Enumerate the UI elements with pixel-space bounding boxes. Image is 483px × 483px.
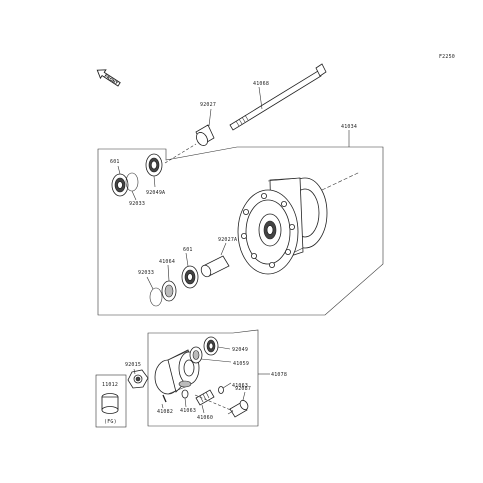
label-worm-gear: 41060	[197, 415, 213, 421]
label-drive-pin: 41063	[232, 383, 248, 389]
spacer-lower	[161, 280, 177, 302]
label-circlip-upper: 92033	[129, 201, 145, 207]
label-axle: 41068	[253, 81, 269, 87]
label-washer: 41063	[180, 408, 196, 414]
cap-frame	[95, 374, 127, 428]
label-spacer-lower: 41064	[159, 259, 175, 265]
label-inner-collar: 92027A	[218, 237, 237, 243]
label-gear-bushing: 41059	[233, 361, 249, 367]
label-meter-bushing: 92087	[235, 386, 251, 392]
axle-cap	[101, 393, 119, 414]
gear-oil-seal	[203, 336, 219, 356]
meter-bushing	[227, 399, 249, 418]
wheel-hub	[237, 177, 328, 275]
label-pin: 41082	[157, 409, 173, 415]
axle-shaft	[229, 63, 327, 131]
label-bearing-upper: 601	[110, 159, 120, 165]
label-nut: 92015	[125, 362, 141, 368]
label-seal-upper: 92049A	[146, 190, 165, 196]
gear-bushing	[189, 346, 203, 364]
worm-gear	[195, 389, 215, 406]
figure-code: F2250	[439, 54, 455, 60]
label-axle-collar: 92027	[200, 102, 216, 108]
hub-assembly-frame	[97, 146, 384, 316]
drive-pin	[218, 386, 224, 394]
gear-housing	[154, 349, 200, 395]
label-hub: 41034	[341, 124, 357, 130]
speedometer-gear-frame	[147, 329, 259, 427]
bearing-upper	[111, 173, 129, 197]
label-gear-seal: 92049	[232, 347, 248, 353]
label-bearing-lower: 601	[183, 247, 193, 253]
axle-nut	[127, 369, 149, 389]
inner-collar	[200, 255, 230, 278]
pin	[162, 394, 167, 403]
oil-seal-upper	[145, 153, 163, 177]
front-arrow-icon: FRONT	[96, 69, 121, 87]
front-arrow-label: FRONT	[103, 73, 119, 86]
axle-collar	[195, 124, 215, 146]
label-circlip-lower: 92033	[138, 270, 154, 276]
bearing-lower	[181, 265, 199, 289]
label-cap-note: (FG)	[104, 419, 117, 425]
washer	[181, 389, 189, 399]
label-cap: 11012	[102, 382, 118, 388]
circlip-lower	[149, 287, 163, 307]
label-gear-assy: 41078	[271, 372, 287, 378]
